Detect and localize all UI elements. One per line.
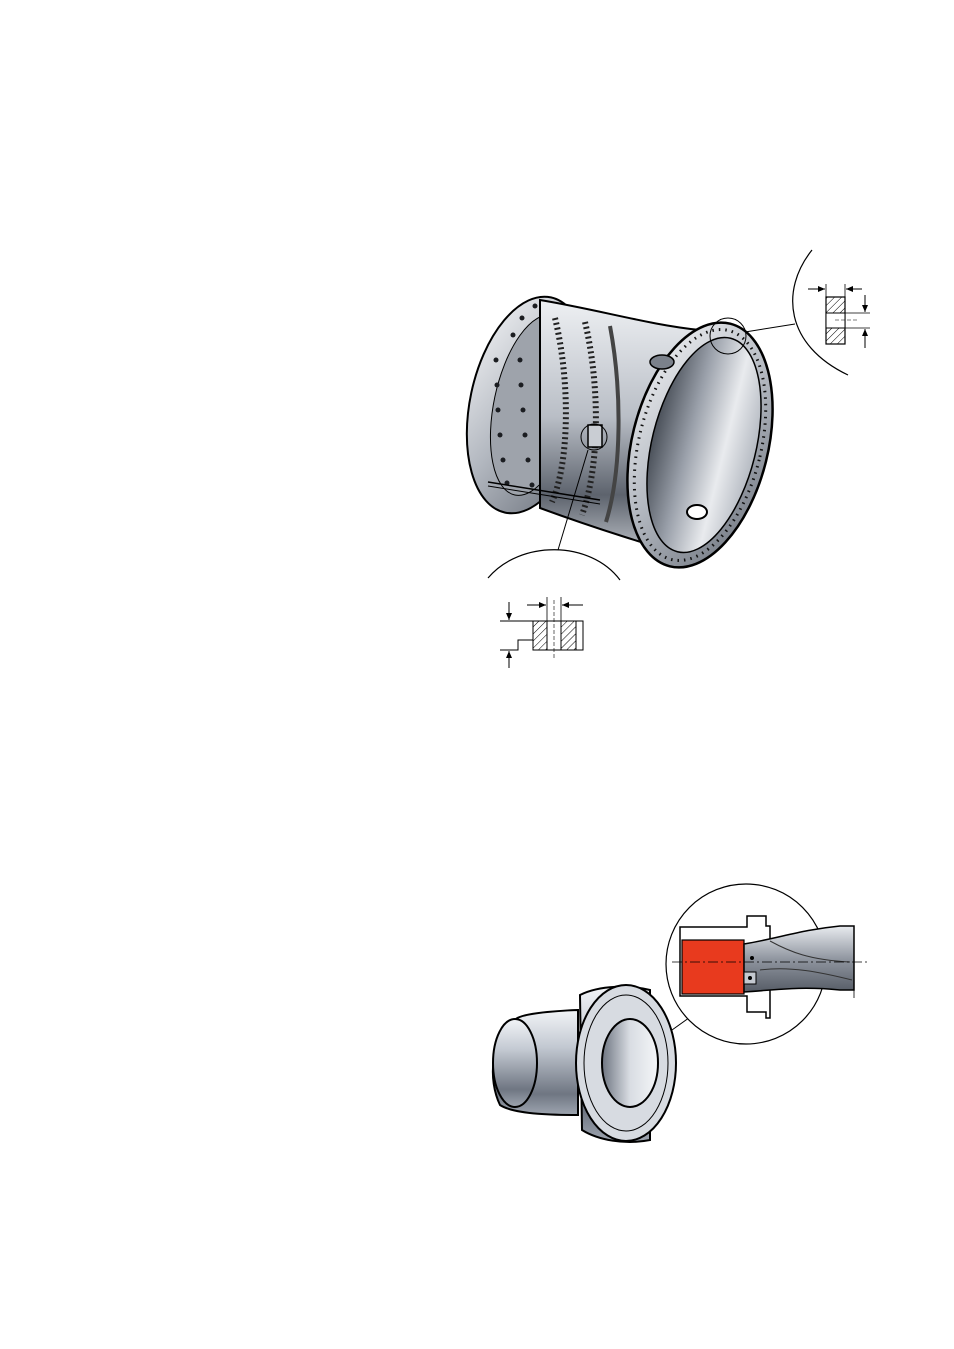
boss [588,425,602,447]
large-ring-casing [448,285,796,582]
bushing-bore [602,1019,658,1107]
flanged-bushing [493,985,676,1142]
drill-in-bore-section-detail [666,884,868,1044]
section-red [682,940,744,994]
